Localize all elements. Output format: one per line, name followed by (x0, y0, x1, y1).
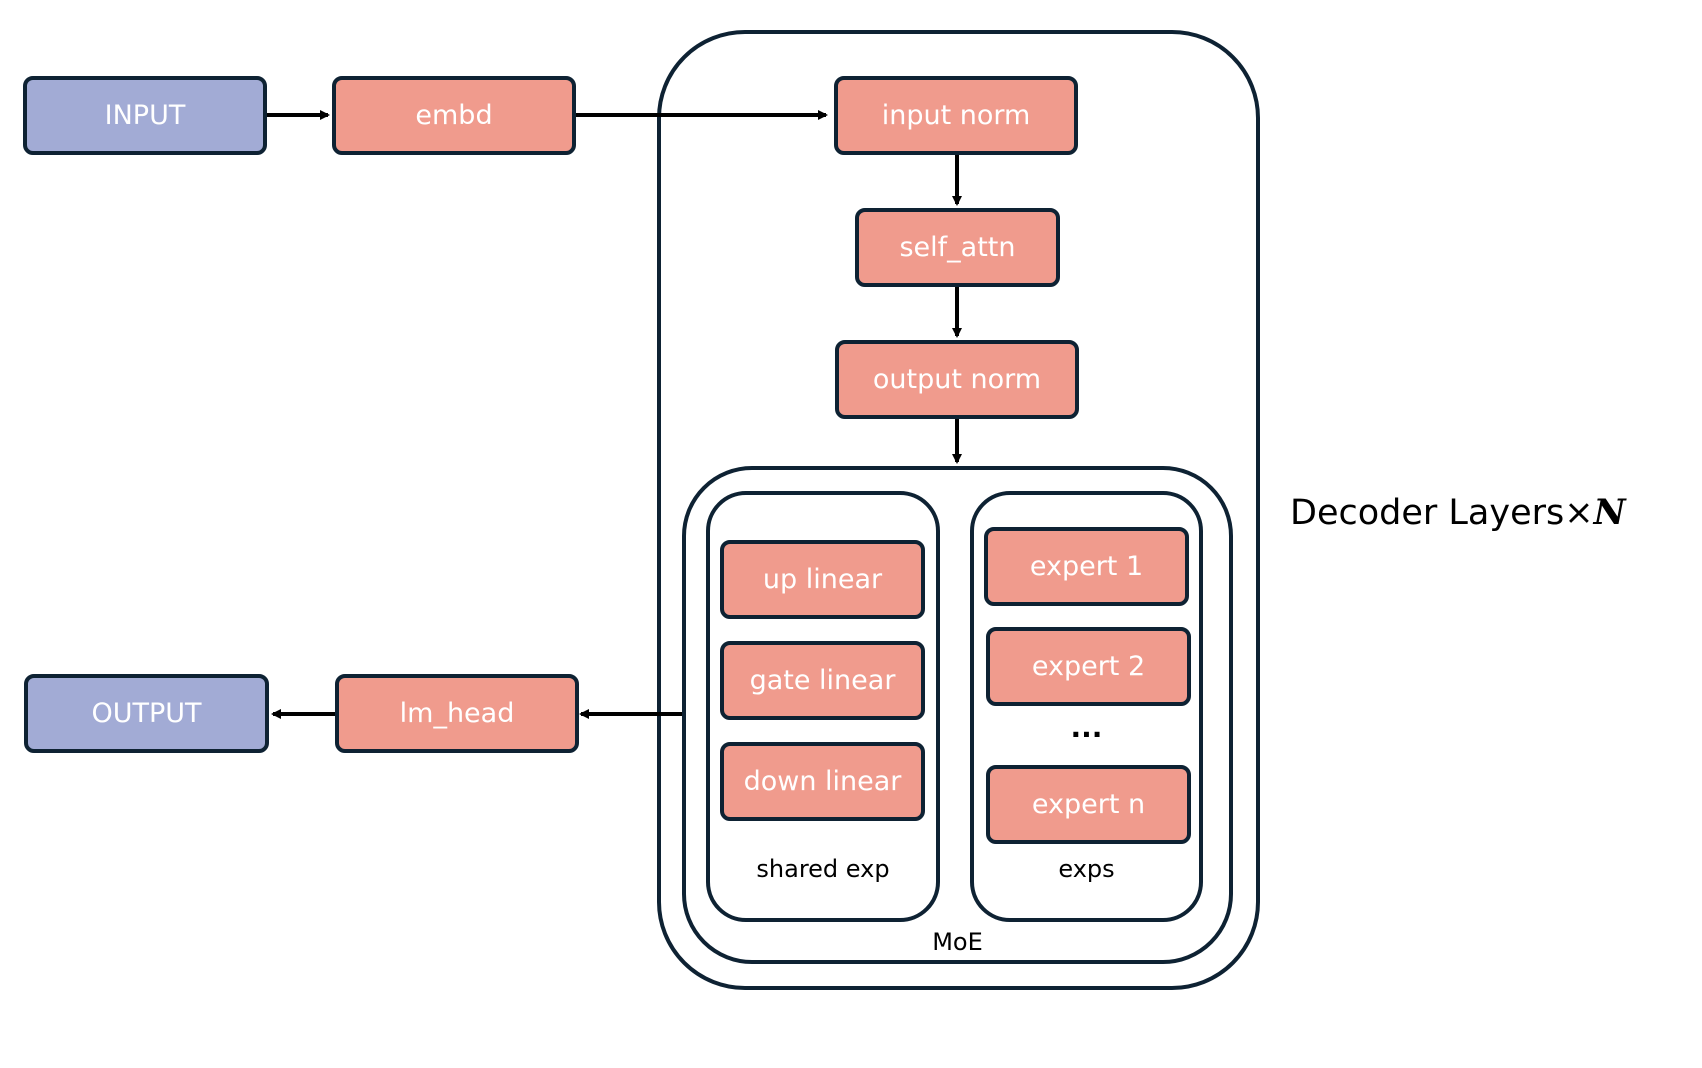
decoder-layer-frame (657, 30, 1260, 990)
output-norm-node: output norm (835, 340, 1079, 419)
down-linear-node: down linear (720, 742, 925, 821)
moe-frame (682, 466, 1233, 964)
up-linear-node: up linear (720, 540, 925, 619)
lm-head-node: lm_head (335, 674, 579, 753)
input-norm-node: input norm (834, 76, 1078, 155)
experts-ellipsis: ... (1070, 711, 1103, 744)
moe-label: MoE (932, 928, 983, 956)
exps-label: exps (1058, 855, 1115, 883)
shared-exp-frame (706, 491, 940, 922)
gate-linear-node: gate linear (720, 641, 925, 720)
embd-node: embd (332, 76, 576, 155)
exps-frame (970, 491, 1203, 922)
expert-2-node: expert 2 (986, 627, 1191, 706)
output-node: OUTPUT (24, 674, 269, 753)
self-attn-node: self_attn (855, 208, 1060, 287)
shared-exp-label: shared exp (756, 855, 890, 883)
input-node: INPUT (23, 76, 267, 155)
decoder-layers-label: Decoder Layers×N (1290, 492, 1626, 533)
decoder-layers-text: Decoder Layers× (1290, 493, 1594, 533)
expert-n-node: expert n (986, 765, 1191, 844)
decoder-layers-n: N (1593, 492, 1626, 533)
expert-1-node: expert 1 (984, 527, 1189, 606)
